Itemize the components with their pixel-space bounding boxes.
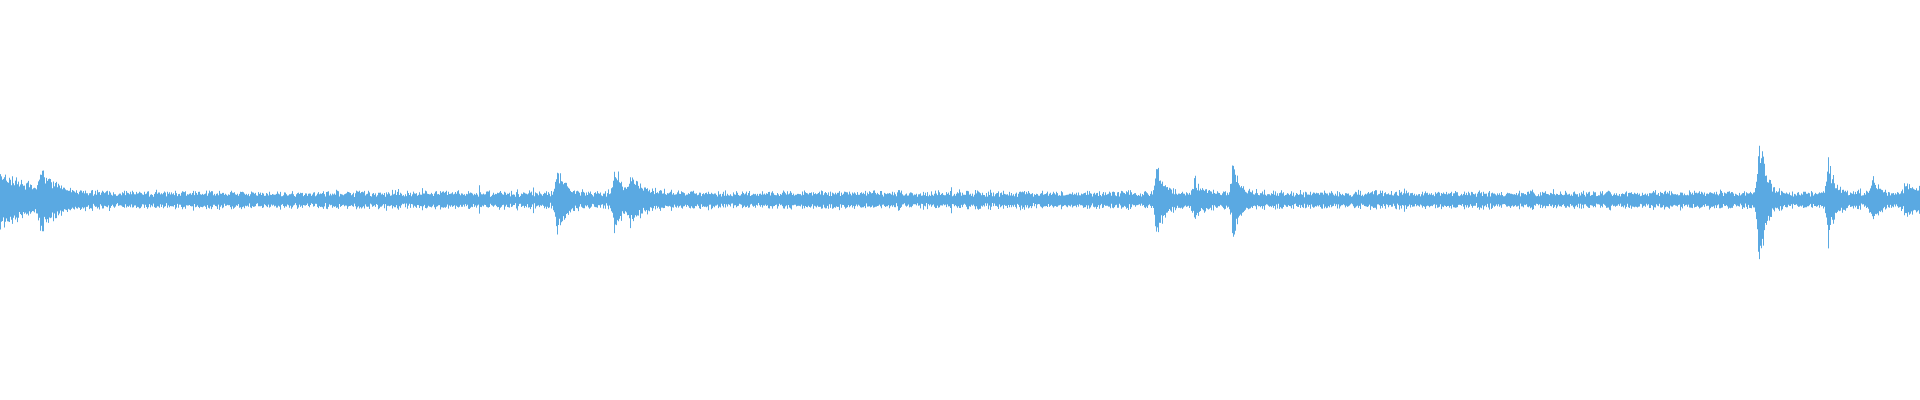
waveform-trace [0, 145, 1920, 260]
